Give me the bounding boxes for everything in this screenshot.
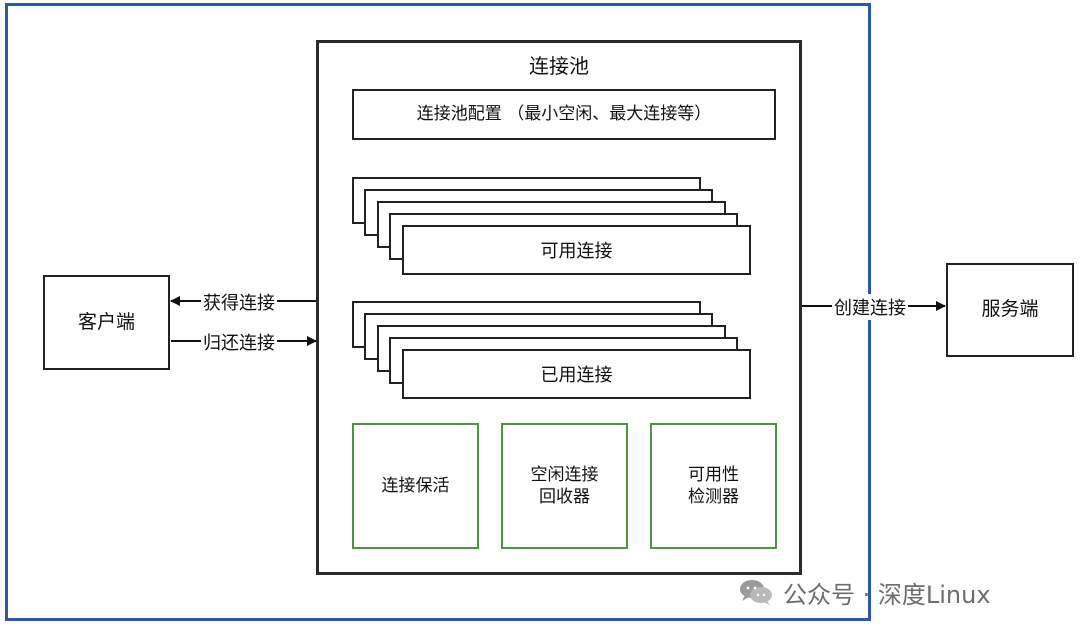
availability-detector-label: 可用性 检测器 bbox=[688, 464, 739, 508]
idle-recycler-box: 空闲连接 回收器 bbox=[501, 423, 628, 549]
keepalive-label: 连接保活 bbox=[381, 475, 450, 496]
used-connections-box: 已用连接 bbox=[402, 349, 751, 399]
wechat-icon bbox=[740, 580, 772, 605]
return-connection-label: 归还连接 bbox=[201, 329, 277, 355]
idle-recycler-line-2: 回收器 bbox=[539, 487, 590, 507]
idle-recycler-label: 空闲连接 回收器 bbox=[531, 464, 599, 508]
availability-detector-line-1: 可用性 bbox=[688, 464, 739, 485]
watermark: 公众号 · 深度Linux bbox=[737, 574, 1057, 610]
get-connection-label: 获得连接 bbox=[201, 289, 277, 315]
create-connection-label: 创建连接 bbox=[832, 294, 908, 320]
availability-detector-box: 可用性 检测器 bbox=[650, 423, 777, 549]
pool-config-box: 连接池配置 （最小空闲、最大连接等） bbox=[352, 89, 776, 140]
server-box: 服务端 bbox=[946, 263, 1074, 357]
pool-title: 连接池 bbox=[529, 54, 589, 78]
available-connections-box: 可用连接 bbox=[402, 225, 751, 275]
availability-detector-line-2: 检测器 bbox=[688, 487, 739, 507]
client-box: 客户端 bbox=[43, 275, 170, 370]
watermark-text: 公众号 · 深度Linux bbox=[783, 580, 991, 609]
keepalive-box: 连接保活 bbox=[352, 423, 479, 549]
idle-recycler-line-1: 空闲连接 bbox=[530, 464, 599, 485]
